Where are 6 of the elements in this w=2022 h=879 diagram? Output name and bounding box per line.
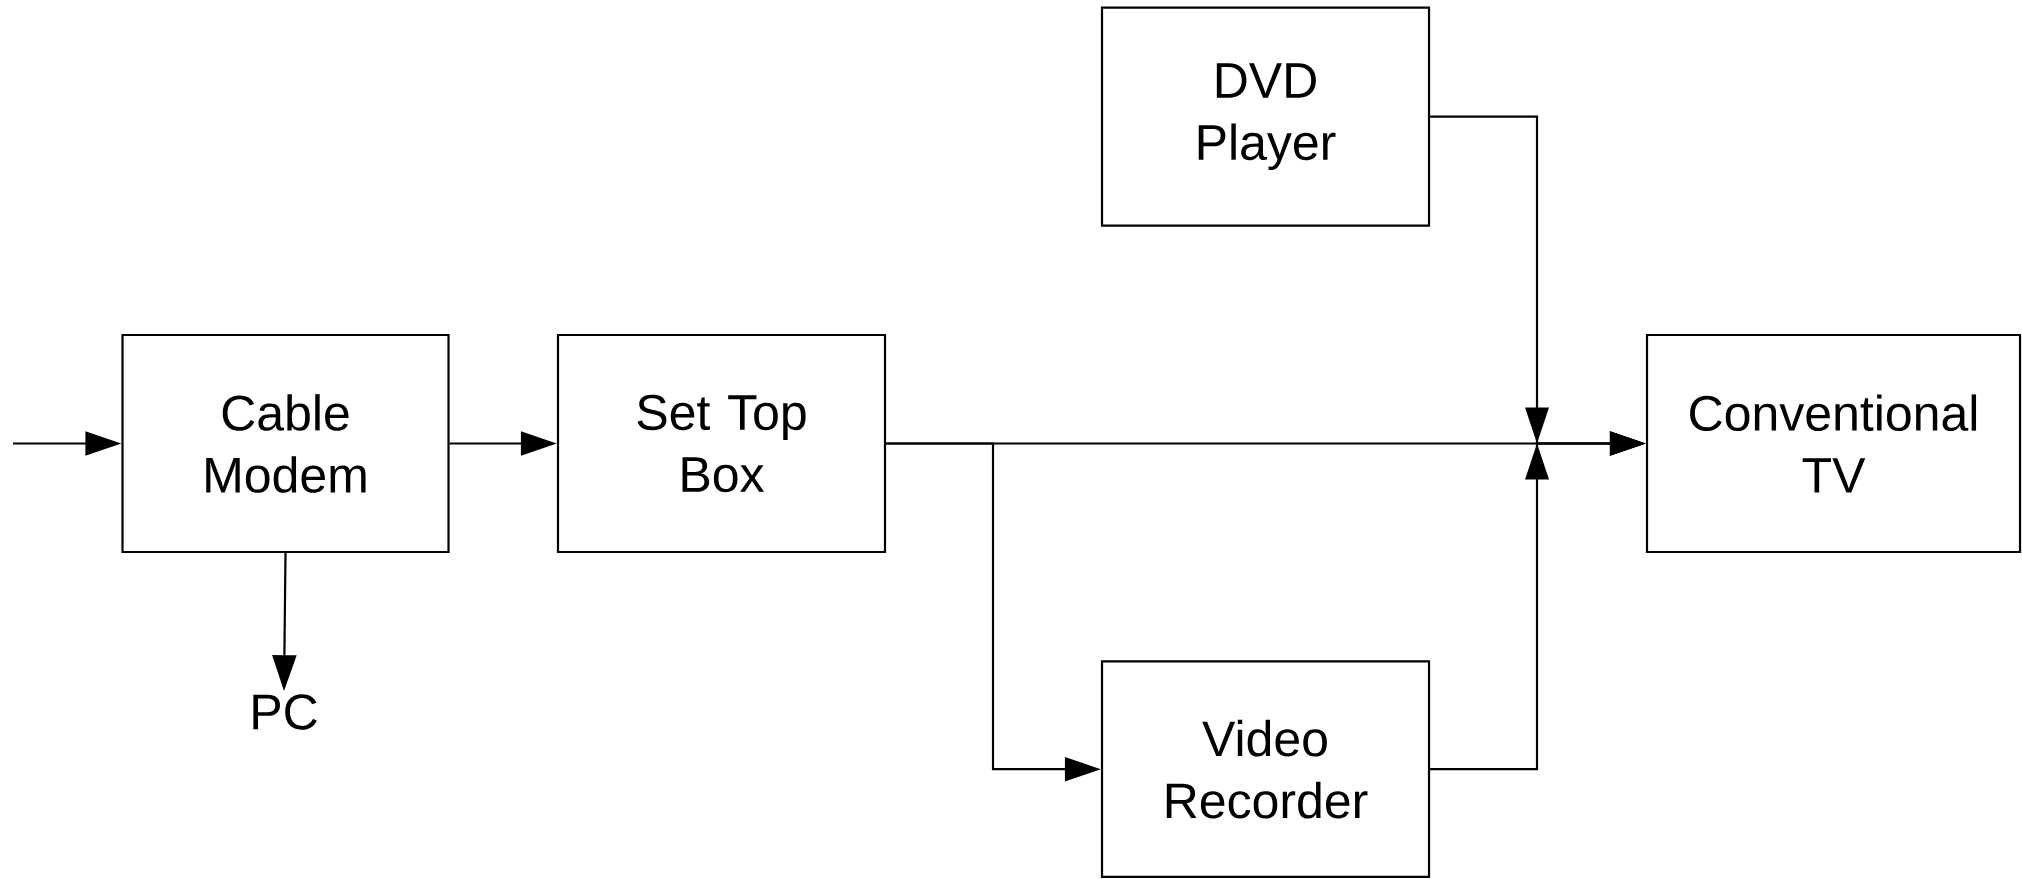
- device-label: PC: [253, 694, 317, 730]
- device-box: Conventional TV: [1645, 333, 2022, 554]
- device-box: Set Top Box: [556, 333, 887, 554]
- device-box: Video Recorder: [1100, 660, 1431, 879]
- device-box: Cable Modem: [121, 333, 450, 554]
- device-box: DVD Player: [1100, 6, 1431, 227]
